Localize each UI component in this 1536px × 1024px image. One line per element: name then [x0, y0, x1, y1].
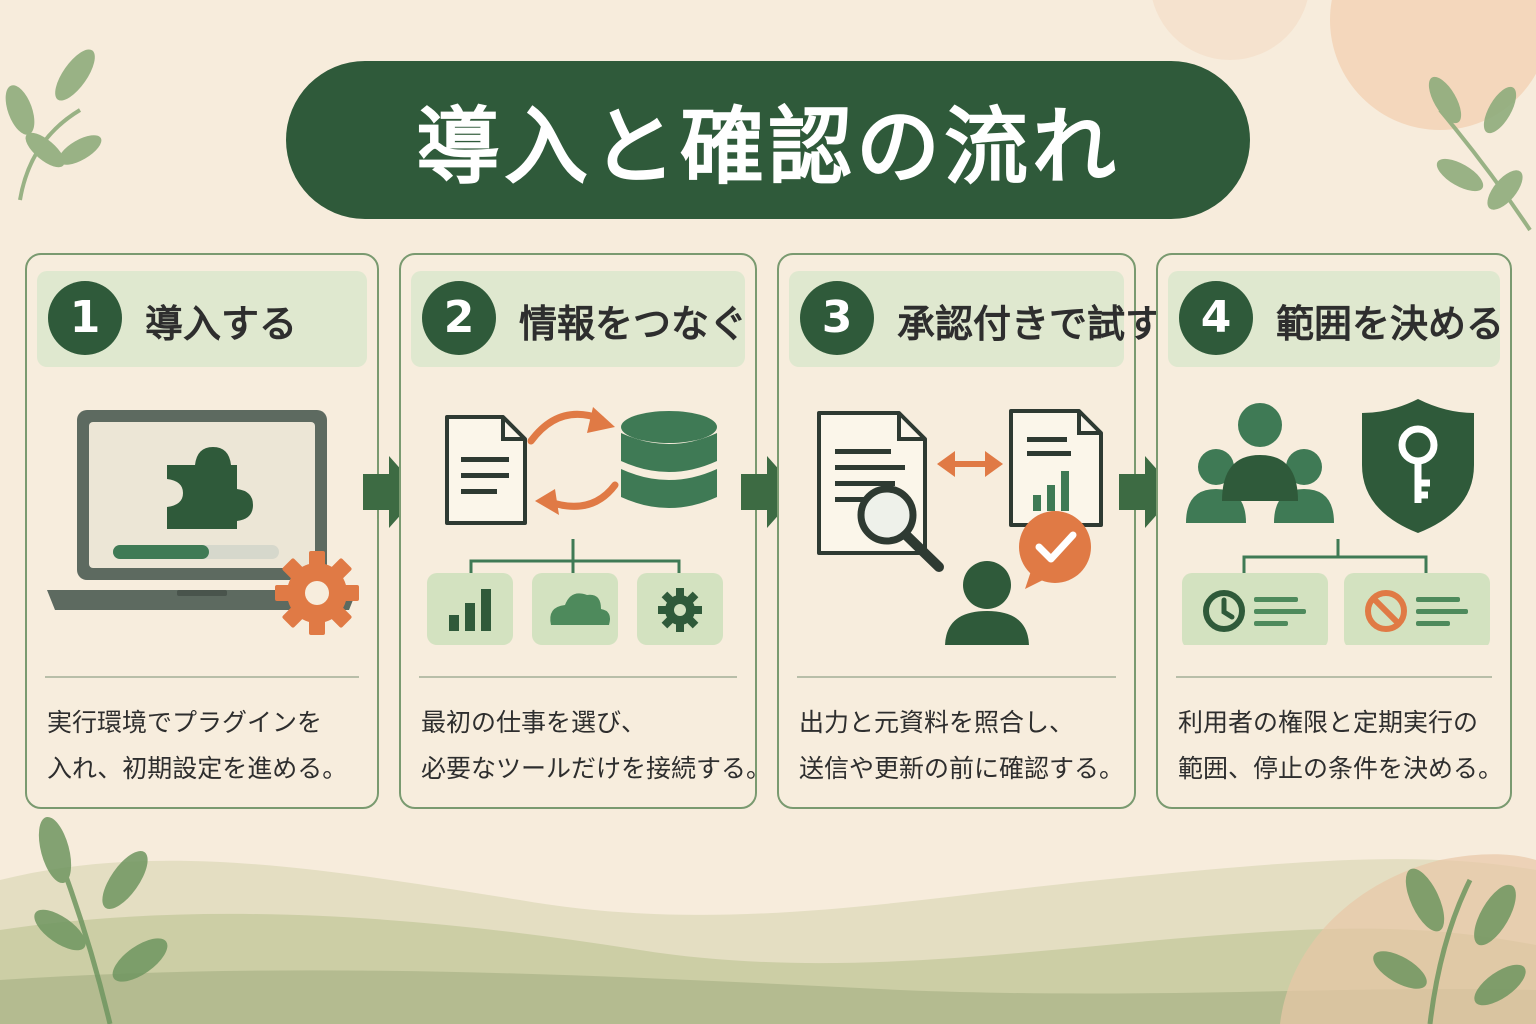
divider [419, 676, 737, 678]
step-header: 2 情報をつなぐ [411, 271, 748, 367]
page-title: 導入と確認の流れ [415, 97, 1120, 196]
description-line: 実行環境でプラグインを [47, 708, 323, 737]
gear-icon [658, 588, 702, 632]
description-line: 出力と元資料を照合し、 [799, 708, 1075, 737]
step-description: 実行環境でプラグインを 入れ、初期設定を進める。 [47, 700, 371, 792]
step-title: 情報をつなぐ [519, 302, 748, 346]
cloud-icon [550, 593, 610, 625]
step-number: 2 [422, 281, 496, 355]
step-title: 導入する [145, 302, 298, 346]
database-icon [621, 411, 717, 508]
step-title: 範囲を決める [1276, 302, 1505, 346]
install-illustration [47, 410, 359, 635]
shield-key-icon [1362, 399, 1474, 533]
puzzle-icon [167, 447, 253, 529]
list-lines-icon [1254, 597, 1306, 626]
leaf-icon [1428, 76, 1532, 232]
flow-arrow-icon [363, 456, 421, 528]
divider [1176, 676, 1492, 678]
review-illustration [817, 409, 1103, 645]
block-icon [1365, 590, 1407, 632]
connect-illustration [427, 407, 723, 645]
scope-illustration [1182, 399, 1490, 645]
clock-icon [1203, 590, 1245, 632]
magnifier-icon [857, 485, 944, 572]
step-card-1: 1 導入する [25, 253, 379, 809]
check-bubble-icon [1019, 511, 1091, 589]
progress-bar-icon [113, 545, 279, 559]
leaf-icon [5, 49, 102, 201]
flow-arrow-icon [1119, 456, 1177, 528]
users-icon [1186, 403, 1334, 523]
step-header: 1 導入する [37, 271, 367, 367]
step-number: 3 [800, 281, 874, 355]
divider [45, 676, 359, 678]
report-icon [1009, 409, 1103, 527]
step-description: 出力と元資料を照合し、 送信や更新の前に確認する。 [799, 700, 1128, 792]
description-line: 送信や更新の前に確認する。 [799, 754, 1125, 783]
document-icon [445, 415, 527, 525]
description-line: 最初の仕事を選び、 [421, 708, 647, 737]
step-number: 4 [1179, 281, 1253, 355]
person-icon [945, 561, 1029, 645]
list-lines-icon [1416, 597, 1468, 626]
step-card-2: 2 情報をつなぐ [399, 253, 772, 809]
gear-icon [275, 551, 359, 635]
description-line: 範囲、停止の条件を決める。 [1178, 754, 1504, 783]
leaf-icon [1373, 868, 1526, 1024]
bar-chart-icon [449, 589, 491, 631]
connector-lines [1242, 539, 1428, 575]
step-header: 4 範囲を決める [1168, 271, 1504, 367]
title-banner: 導入と確認の流れ [286, 61, 1250, 219]
step-description: 最初の仕事を選び、 必要なツールだけを接続する。 [421, 700, 772, 792]
description-line: 入れ、初期設定を進める。 [47, 754, 348, 783]
divider [797, 676, 1116, 678]
step-title: 承認付きで試す [897, 302, 1164, 346]
step-card-3: 3 承認付きで試す [777, 253, 1163, 809]
description-line: 利用者の権限と定期実行の [1178, 708, 1479, 737]
step-card-4: 4 範囲を決める [1156, 253, 1512, 809]
flow-arrow-icon [741, 456, 799, 528]
double-arrow-icon [937, 451, 1003, 477]
leaf-icon [34, 816, 168, 1024]
description-line: 必要なツールだけを接続する。 [421, 754, 772, 783]
step-number: 1 [48, 281, 122, 355]
step-description: 利用者の権限と定期実行の 範囲、停止の条件を決める。 [1178, 700, 1504, 792]
step-header: 3 承認付きで試す [789, 271, 1163, 367]
